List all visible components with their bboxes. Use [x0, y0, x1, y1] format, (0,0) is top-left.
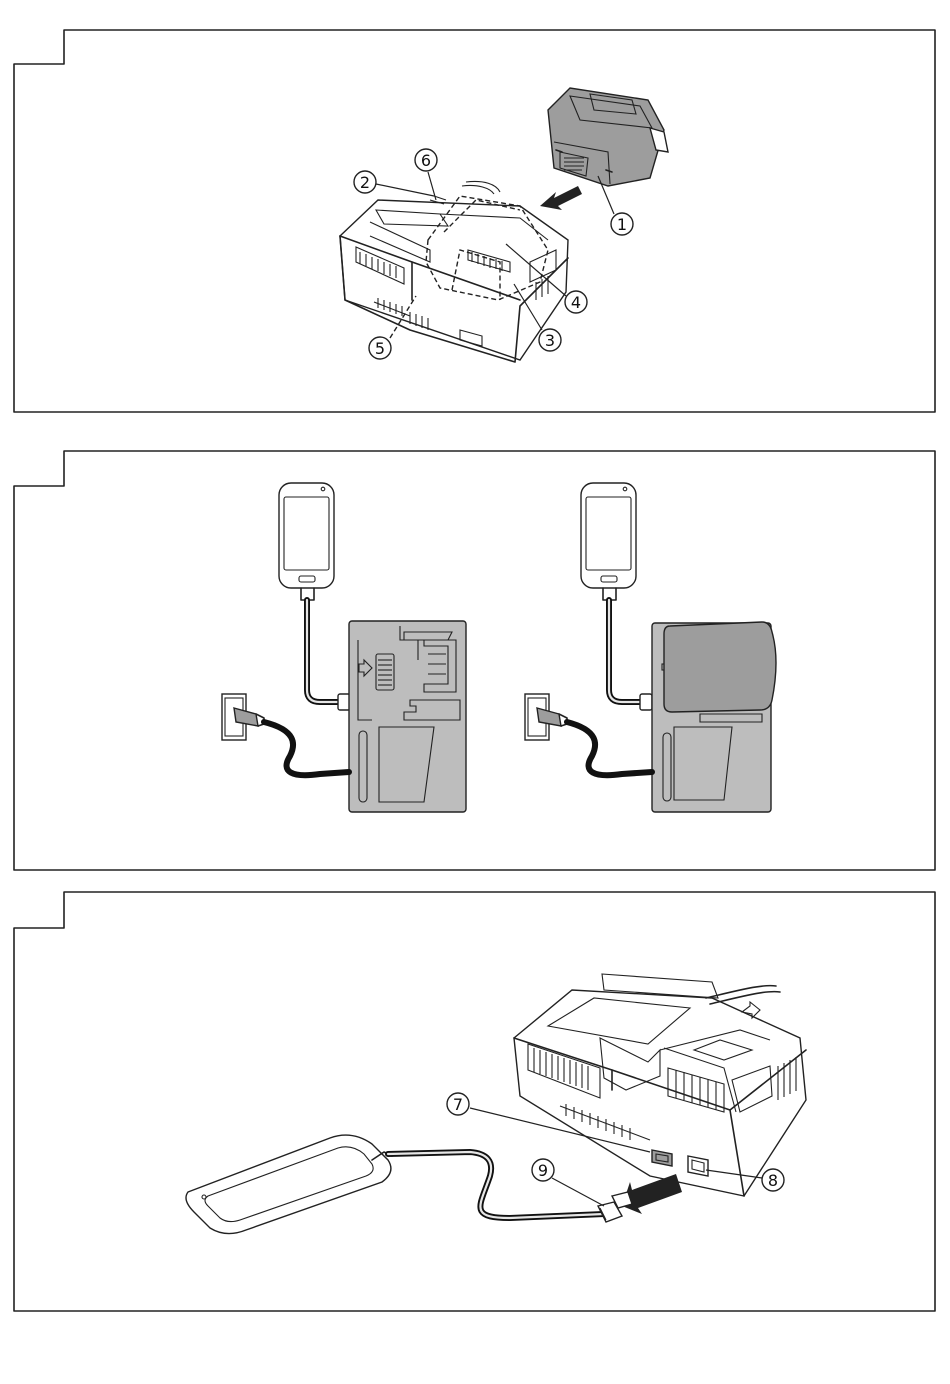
svg-text:6: 6 [421, 151, 431, 170]
battery-icon [664, 622, 776, 712]
figure-2 [14, 451, 935, 870]
power-cord-left [264, 722, 349, 775]
figure-2-frame [14, 451, 935, 870]
charger-figure-1 [340, 181, 568, 362]
svg-text:5: 5 [375, 339, 385, 358]
svg-text:4: 4 [571, 293, 581, 312]
battery-icon [548, 88, 668, 186]
figure-1: 1 2 6 4 3 5 [14, 30, 935, 412]
smartphone-icon [279, 483, 334, 600]
arrow-icon [622, 1174, 682, 1214]
svg-text:2: 2 [360, 173, 370, 192]
svg-text:8: 8 [768, 1171, 778, 1190]
usb-cable-left [307, 600, 340, 702]
usb-cable-right [609, 600, 642, 702]
smartphone-icon [581, 483, 636, 600]
svg-text:1: 1 [617, 215, 627, 234]
usb-port-8 [688, 1156, 708, 1176]
power-cord-right [567, 722, 652, 775]
callout-9: 9 [532, 1159, 604, 1206]
wall-socket-icon [222, 694, 264, 740]
svg-text:9: 9 [538, 1161, 548, 1180]
usb-cable [388, 1152, 604, 1218]
figure-3: 7 8 9 [14, 892, 935, 1311]
svg-text:7: 7 [453, 1095, 463, 1114]
smartphone-icon [186, 1135, 392, 1233]
svg-text:3: 3 [545, 331, 555, 350]
charger-icon [349, 621, 466, 812]
callout-2: 2 [354, 171, 434, 196]
arrow-icon [540, 186, 582, 210]
wall-socket-icon [525, 694, 567, 740]
